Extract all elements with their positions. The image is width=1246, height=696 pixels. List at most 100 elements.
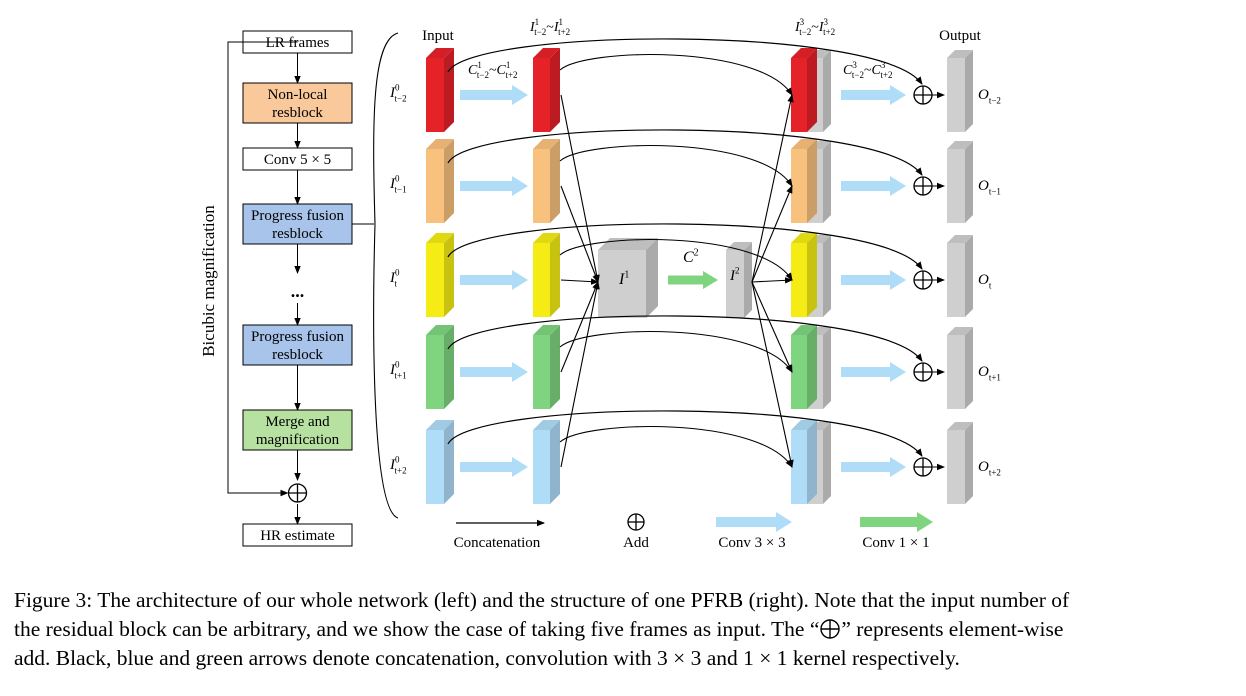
- output-label-4-part: O: [978, 459, 989, 475]
- input-label-3-part: I: [389, 362, 396, 378]
- feature-i2-side: [744, 242, 752, 318]
- input-frame-3: [426, 325, 454, 409]
- feature-i3-1: [791, 139, 817, 223]
- label-c1-range-part: t+2: [505, 70, 517, 80]
- header-i3-range-part: I: [818, 20, 825, 35]
- conv3-arrow-b-0: [841, 85, 906, 105]
- header-i1-range-part: I: [529, 20, 536, 35]
- to-i1-0: [560, 94, 600, 283]
- input-label-4-part: 0: [395, 455, 400, 465]
- output-label-1-part: t−1: [989, 187, 1001, 197]
- feature-gray-0-side: [823, 50, 831, 132]
- input-frame-4: [426, 420, 454, 504]
- output-label-4-part: t+2: [989, 468, 1001, 478]
- to-i1-2: [560, 278, 599, 285]
- label-c2: C2: [683, 247, 699, 266]
- header-i1-range-part: 1: [535, 17, 540, 27]
- concat-arc-0: [559, 54, 793, 96]
- add-node-2: [913, 270, 933, 290]
- concat-arc-4: [559, 426, 793, 468]
- from-i2-0: [751, 94, 794, 283]
- output-frame-1: [947, 141, 973, 223]
- skip-arc-2: [447, 223, 923, 270]
- output-frame-3-front: [947, 335, 965, 409]
- header-i3-range-part: t−2: [799, 27, 811, 37]
- caption-line-3: add. Black, blue and green arrows denote…: [14, 646, 960, 670]
- feature-gray-2-side: [823, 235, 831, 317]
- feature-i3-4: [791, 420, 817, 504]
- feature-i1-0-side: [550, 48, 560, 132]
- label-c3-range-part: C: [872, 63, 882, 78]
- block-4-box: [242, 324, 353, 366]
- feature-i1-2: [533, 233, 560, 317]
- skip-arc-4: [447, 410, 923, 457]
- header-i1-range-part: t−2: [534, 27, 546, 37]
- output-label-2-part: O: [978, 272, 989, 288]
- feature-gray-3-side: [823, 327, 831, 409]
- feature-i1-front: [598, 250, 646, 318]
- input-label-2-part: t: [395, 279, 398, 289]
- feature-i3-1-front: [791, 149, 807, 223]
- from-i2-1: [751, 185, 793, 283]
- output-frame-2-top: [947, 235, 973, 243]
- output-frame-3: [947, 327, 973, 409]
- add-node-0: [913, 85, 933, 105]
- feature-i3-3-front: [791, 335, 807, 409]
- conv3-arrow-b-2: [841, 270, 906, 290]
- input-frame-0-side: [444, 48, 454, 132]
- feature-i1-0-top: [533, 48, 560, 58]
- conv3-arrow-a-2: [460, 270, 528, 290]
- input-frame-0: [426, 48, 454, 132]
- skip-arc-0: [447, 38, 923, 85]
- add-node-3: [913, 362, 933, 382]
- output-frame-1-front: [947, 149, 965, 223]
- block-4-label-1: Progress fusion: [251, 329, 344, 345]
- output-label-2-part: t: [989, 281, 992, 291]
- feature-i1-1-top: [533, 139, 560, 149]
- feature-i1-4-side: [550, 420, 560, 504]
- legend-conv3-arrow: [716, 512, 792, 532]
- header-i3-range-part: I: [794, 20, 801, 35]
- output-frame-4: [947, 422, 973, 504]
- skip-arc-1: [447, 129, 923, 176]
- feature-i3-0-front: [791, 58, 807, 132]
- feature-i3-1-top: [791, 139, 817, 149]
- output-label-3: Ot+1: [978, 364, 1001, 383]
- feature-i3-4-side: [807, 420, 817, 504]
- pfrb-brace: [373, 32, 399, 519]
- feature-i3-4-top: [791, 420, 817, 430]
- input-frame-1-side: [444, 139, 454, 223]
- input-frame-1: [426, 139, 454, 223]
- feature-i1-4: [533, 420, 560, 504]
- output-label-0-part: t−2: [989, 96, 1001, 106]
- label-c2-part: 2: [694, 247, 699, 258]
- output-frame-2-front: [947, 243, 965, 317]
- label-c3-range-part: 3: [852, 60, 857, 70]
- label-i1-part: I: [618, 271, 625, 288]
- input-label-4-part: t+2: [395, 466, 407, 476]
- bicubic-skip-line: [227, 41, 298, 497]
- feature-i3-3-top: [791, 325, 817, 335]
- feature-i1-2-side: [550, 233, 560, 317]
- feature-i1-2-front: [533, 243, 550, 317]
- feature-i3-0-side: [807, 48, 817, 132]
- header-i3-range-part: 3: [824, 17, 829, 27]
- feature-i1-4-top: [533, 420, 560, 430]
- feature-i1-3-side: [550, 325, 560, 409]
- feature-i3-1-side: [807, 139, 817, 223]
- block-5-label-1: Merge and: [265, 414, 330, 430]
- output-label-0-part: O: [978, 87, 989, 103]
- conv3-arrow-a-3: [460, 362, 528, 382]
- from-i2-2: [751, 277, 793, 284]
- output-label-1-part: O: [978, 178, 989, 194]
- input-frame-3-top: [426, 325, 454, 335]
- header-i1-range-part: ~: [546, 20, 554, 35]
- feature-i3-4-front: [791, 430, 807, 504]
